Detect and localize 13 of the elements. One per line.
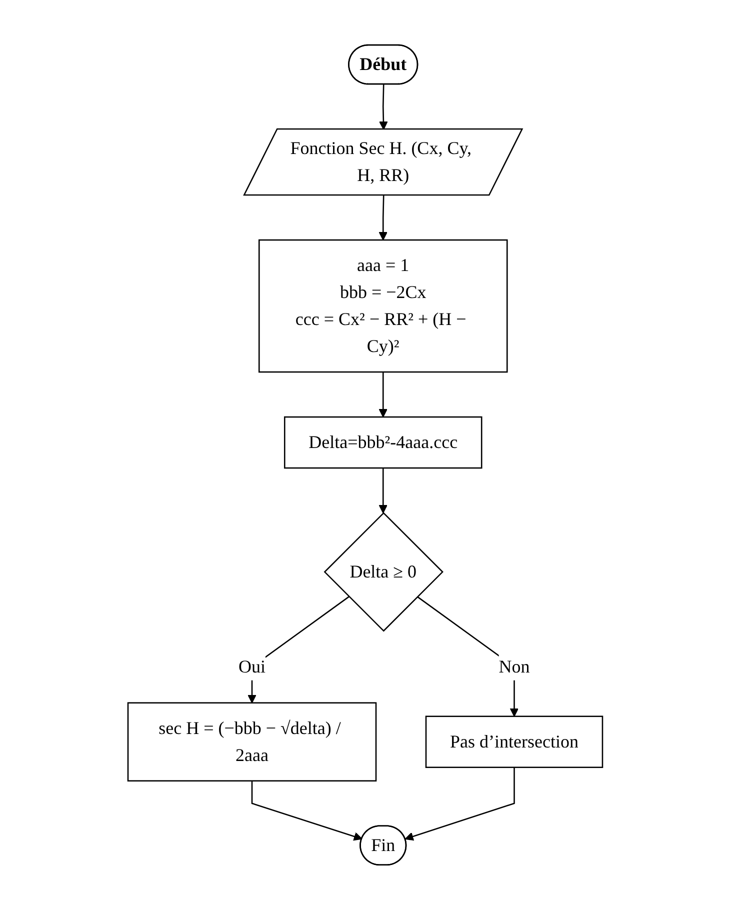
node-box: Pas d’intersection — [426, 716, 604, 768]
node-box: Delta=bbb²-4aaa.ccc — [284, 416, 482, 469]
arrow — [405, 767, 516, 841]
node-box: aaa = 1 bbb = −2Cx ccc = Cx² − RR² + (H − Cy)² — [258, 239, 508, 373]
node-diamond: Delta ≥ 0 — [324, 512, 444, 632]
arrow — [252, 780, 363, 841]
arrow — [379, 84, 388, 130]
node-box: sec H = (−bbb − √delta) / 2aaa — [128, 702, 377, 782]
arrow — [378, 196, 388, 240]
arrow — [378, 468, 388, 514]
arrow — [378, 372, 388, 418]
edge-label: Oui — [238, 656, 266, 676]
edge-label: Non — [498, 656, 530, 676]
